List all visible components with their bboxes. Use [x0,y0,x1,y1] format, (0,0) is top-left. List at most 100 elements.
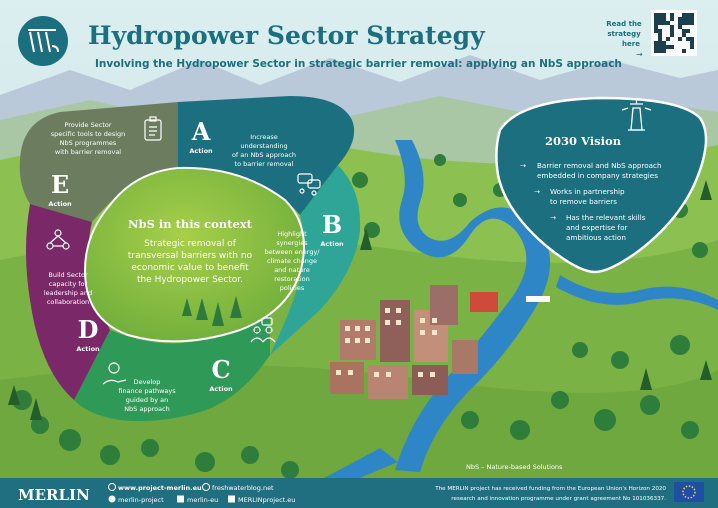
page-subtitle: Involving the Hydropower Sector in strat… [95,58,622,70]
qr-module [686,21,690,25]
qr-module [670,33,674,37]
globe-icon [108,483,116,491]
qr-module [690,13,694,17]
qr-module [666,45,670,49]
svg-text:Provide Sector: Provide Sector [64,121,111,129]
action-b-label: Action [320,240,344,248]
action-a-label: Action [189,147,213,155]
header: Hydropower Sector Strategy Involving the… [18,10,697,70]
vision-item-1-arrow: → [520,161,526,170]
qr-module [682,21,686,25]
qr-module [670,17,674,21]
svg-text:and expertise for: and expertise for [566,223,627,232]
action-d-panel [26,204,110,400]
money-hand-icon [102,362,127,385]
read-strategy-link[interactable]: Read the strategy here → [606,20,643,59]
svg-text:leadership and: leadership and [44,289,92,297]
website-link[interactable]: www.project-merlin.eu [108,483,203,493]
svg-text:with barrier removal: with barrier removal [55,148,121,156]
center-context: NbS in this context Strategic removal of… [128,217,253,285]
eu-flag-icon [674,482,704,502]
action-e-panel [19,102,178,222]
vision-item-2-arrow: → [534,187,540,196]
action-a: A Action Increase understanding of an Nb… [189,117,321,196]
qr-module [678,17,682,21]
qr-module [654,41,658,45]
qr-module [682,13,686,17]
svg-text:Works in partnership: Works in partnership [550,187,625,196]
linkedin-link[interactable]: merlin-eu [177,495,218,505]
vision-title: 2030 Vision [545,134,622,148]
action-a-panel [178,96,355,215]
qr-module [654,13,658,17]
actions-wheel [19,96,361,421]
qr-module [678,25,682,29]
svg-text:here: here [622,40,640,48]
svg-text:merlin-eu: merlin-eu [187,496,218,504]
svg-text:guided by an: guided by an [126,396,169,404]
qr-module [666,21,670,25]
qr-module [682,29,686,33]
qr-module [654,25,658,29]
qr-module [654,45,658,49]
speech-bubbles-icon [297,173,321,196]
qr-module [662,17,666,21]
action-c: C Action Develop finance pathways guided… [102,355,233,413]
svg-text:ambitious action: ambitious action [566,233,626,242]
svg-text:Highlight: Highlight [277,230,307,238]
action-b-letter: B [322,210,342,239]
linkedin-icon [177,495,184,503]
qr-module [658,49,662,53]
qr-module [658,41,662,45]
center-heading: NbS in this context [128,217,253,231]
action-e-letter: E [51,170,69,199]
qr-module [654,21,658,25]
qr-module [686,17,690,21]
svg-text:synergies: synergies [276,239,308,247]
hydropower-logo-icon [18,16,68,66]
qr-module [670,13,674,17]
svg-text:Barrier removal and NbS approa: Barrier removal and NbS approach [537,161,662,170]
center-line-3: economic value to benefit [131,263,249,273]
people-meeting-icon [250,317,276,343]
action-d: D Action Build Sector capacity for leade… [44,229,100,353]
qr-module [658,17,662,21]
qr-module [686,29,690,33]
svg-text:Build Sector: Build Sector [48,271,88,279]
blog-link[interactable]: freshwaterblog.net [202,483,275,493]
clipboard-icon [144,116,162,141]
svg-text:MERLINproject.eu: MERLINproject.eu [238,496,295,504]
svg-text:Develop: Develop [134,378,161,386]
svg-text:freshwaterblog.net: freshwaterblog.net [212,484,274,492]
arrow-right-icon: → [636,50,643,59]
funding-line-2: research and innovation programme under … [451,496,666,502]
facebook-link[interactable]: MERLINproject.eu [228,495,295,505]
svg-text:www.project-merlin.eu: www.project-merlin.eu [118,484,202,492]
svg-text:to barrier removal: to barrier removal [235,160,294,168]
qr-module [682,17,686,21]
funding-line-1: The MERLIN project has received funding … [434,486,666,492]
action-c-letter: C [211,355,230,384]
qr-module [662,21,666,25]
action-e-label: Action [48,200,72,208]
qr-module [690,41,694,45]
qr-module [654,17,658,21]
qr-module [662,13,666,17]
svg-text:Read the: Read the [606,20,642,28]
qr-code-icon[interactable] [651,10,697,56]
center-line-4: the Hydropower Sector. [137,275,243,285]
action-b-panel [270,165,361,355]
svg-text:NbS programmes: NbS programmes [60,139,117,147]
action-d-letter: D [78,315,99,344]
lighthouse-icon [621,100,652,131]
qr-module [666,37,670,41]
qr-module [662,45,666,49]
center-panel [84,166,305,343]
svg-text:between energy/: between energy/ [264,248,320,256]
svg-text:embedded in company strategies: embedded in company strategies [537,171,658,180]
action-b: B Action Highlight synergies between ene… [250,210,344,343]
twitter-link[interactable]: merlin-project [108,495,165,505]
qr-module [690,45,694,49]
qr-module [658,37,662,41]
